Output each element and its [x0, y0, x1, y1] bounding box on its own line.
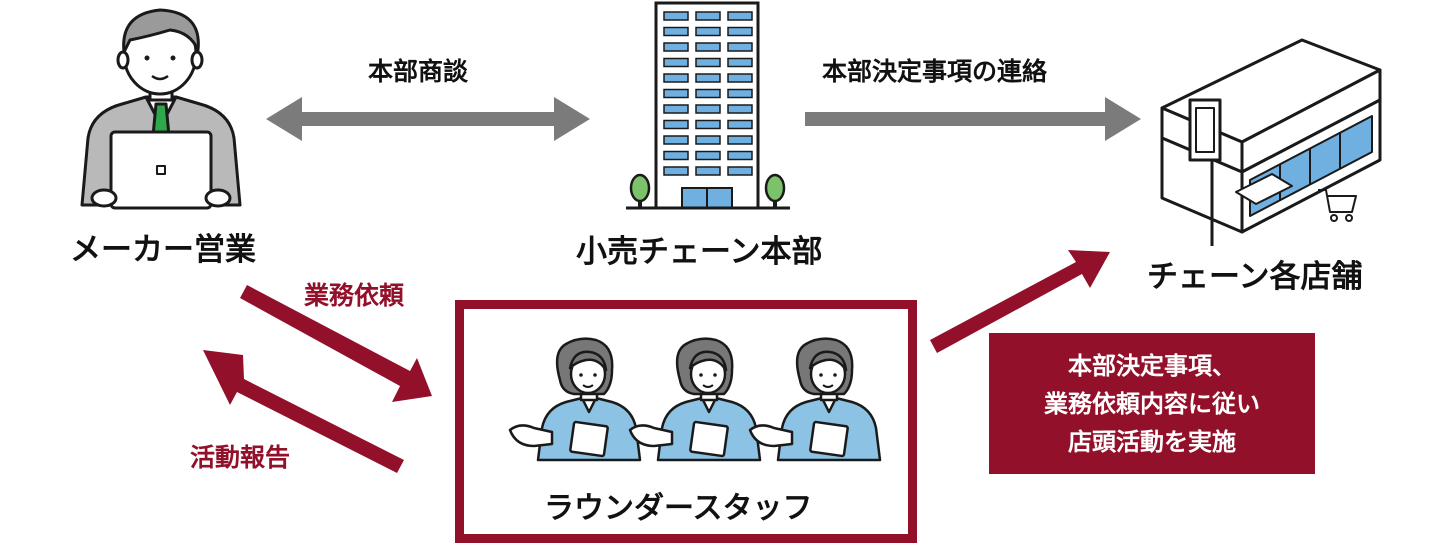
- building-window: [727, 42, 753, 52]
- building-window: [727, 57, 753, 68]
- building-window: [727, 88, 753, 99]
- building-window: [727, 73, 753, 83]
- building-window: [695, 88, 721, 99]
- building-window: [727, 119, 753, 130]
- building-window: [695, 26, 721, 37]
- building-window: [663, 11, 689, 21]
- staff-member-icon: [748, 337, 882, 462]
- arrow-staff-to-stores: [930, 250, 1110, 353]
- note-line-3: 店頭活動を実施: [1068, 427, 1236, 456]
- chain-store-icon: [1160, 38, 1382, 246]
- building-window: [663, 150, 689, 161]
- label-rounder-staff: ラウンダースタッフ: [544, 491, 813, 526]
- building-window: [695, 104, 721, 114]
- building-window: [695, 119, 721, 130]
- label-hq-decision-contact: 本部決定事項の連絡: [822, 57, 1048, 86]
- label-hq-meeting: 本部商談: [368, 57, 469, 86]
- label-activity-report: 活動報告: [190, 443, 291, 472]
- salesperson-icon: [80, 8, 242, 210]
- note-line-2: 業務依頼内容に従い: [1044, 389, 1260, 418]
- building-window: [727, 150, 753, 161]
- building-window: [695, 73, 721, 83]
- label-chain-stores: チェーン各店舗: [1147, 259, 1363, 295]
- arrow-activity-report: [203, 350, 404, 473]
- building-window: [663, 26, 689, 37]
- building-window: [663, 88, 689, 99]
- hq-building-icon: [626, 1, 790, 210]
- staff-member-icon: [508, 337, 642, 462]
- note-line-1: 本部決定事項、: [1068, 351, 1236, 380]
- building-window: [663, 104, 689, 114]
- building-window: [727, 104, 753, 114]
- building-window: [727, 135, 753, 145]
- building-window: [695, 11, 721, 21]
- building-window: [663, 119, 689, 130]
- building-window: [727, 11, 753, 21]
- label-work-request: 業務依頼: [304, 281, 405, 310]
- building-window: [663, 166, 689, 176]
- building-window: [695, 135, 721, 145]
- building-window: [695, 42, 721, 52]
- building-window: [727, 26, 753, 37]
- double-arrow-maker-hq: [266, 97, 590, 141]
- staff-member-icon: [628, 337, 762, 462]
- building-window: [663, 73, 689, 83]
- building-window: [695, 150, 721, 161]
- building-window: [663, 42, 689, 52]
- rounder-staff-group: [508, 337, 882, 462]
- rounder-staff-box: ラウンダースタッフ: [455, 300, 917, 543]
- label-maker-sales: メーカー営業: [70, 232, 256, 268]
- label-retail-hq: 小売チェーン本部: [576, 234, 823, 270]
- building-window: [663, 57, 689, 68]
- arrow-work-request: [240, 285, 432, 402]
- building-window: [695, 57, 721, 68]
- arrow-hq-to-stores: [805, 97, 1141, 141]
- building-window: [727, 166, 753, 176]
- activity-note-box: 本部決定事項、 業務依頼内容に従い 店頭活動を実施: [989, 333, 1315, 474]
- building-window: [663, 135, 689, 145]
- building-window: [695, 166, 721, 176]
